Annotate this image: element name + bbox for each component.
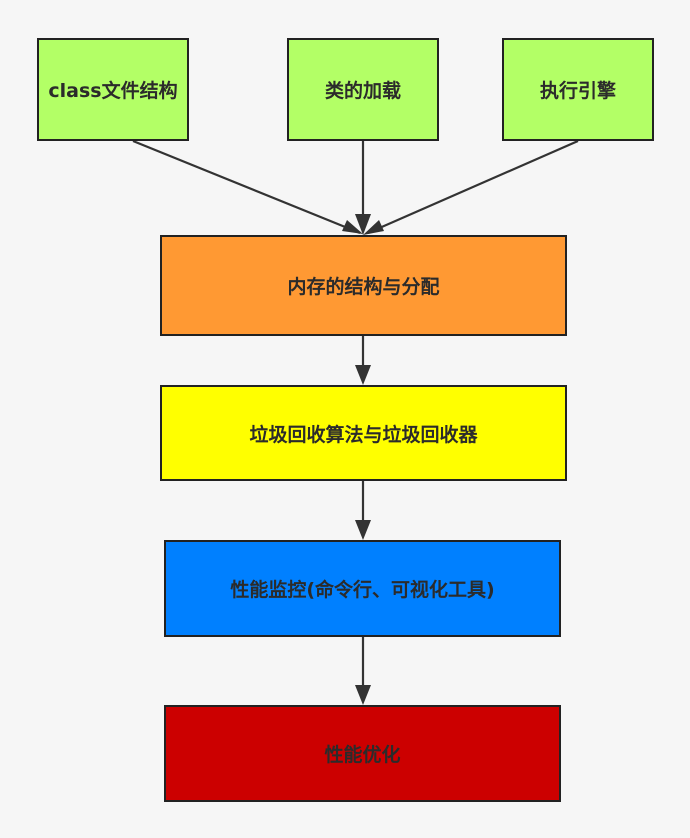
edge-class-structure-to-memory	[132, 139, 361, 235]
node-execution-engine: 执行引擎	[502, 38, 654, 141]
node-monitoring: 性能监控(命令行、可视化工具)	[164, 540, 561, 637]
arrowhead-class-structure-to-memory	[342, 220, 363, 234]
node-gc-label: 垃圾回收算法与垃圾回收器	[249, 423, 478, 446]
node-monitoring-label: 性能监控(命令行、可视化工具)	[230, 579, 495, 601]
arrowhead-memory-to-gc	[355, 365, 371, 385]
node-memory: 内存的结构与分配	[160, 235, 567, 336]
arrowhead-gc-to-monitoring	[355, 520, 371, 540]
node-gc: 垃圾回收算法与垃圾回收器	[160, 385, 567, 481]
arrowhead-execution-engine-to-memory	[363, 220, 384, 235]
node-class-structure: class文件结构	[37, 38, 189, 141]
arrowhead-class-loading-to-memory	[355, 214, 371, 235]
node-optimization: 性能优化	[164, 705, 561, 802]
node-class-structure-label: class文件结构	[48, 80, 178, 102]
node-execution-engine-label: 执行引擎	[539, 80, 616, 102]
node-class-loading-label: 类的加载	[324, 80, 401, 102]
arrowhead-monitoring-to-optimization	[355, 685, 371, 705]
node-memory-label: 内存的结构与分配	[287, 276, 440, 298]
node-optimization-label: 性能优化	[324, 744, 401, 766]
node-class-loading: 类的加载	[287, 38, 439, 141]
edge-execution-engine-to-memory	[367, 139, 579, 235]
